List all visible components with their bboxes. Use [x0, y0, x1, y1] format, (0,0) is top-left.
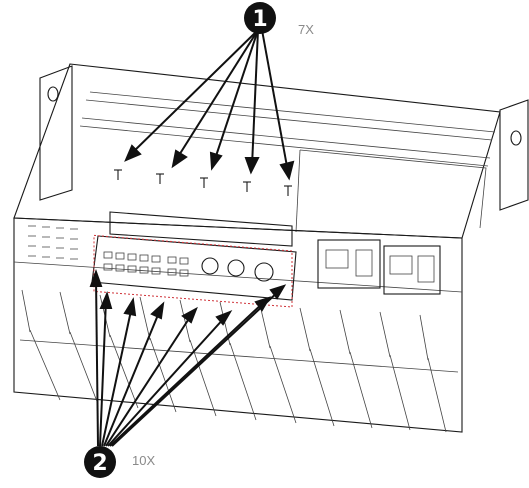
top-cover	[13, 63, 501, 239]
callout-1-number: 1	[252, 7, 267, 32]
callout-1-badge: 1	[244, 2, 276, 34]
screw-icon	[243, 181, 251, 192]
screw-icon	[114, 169, 122, 180]
screw-icon	[156, 173, 164, 184]
callout-2-badge: 2	[84, 446, 116, 478]
callout-1-arrows	[124, 29, 295, 181]
top-screws	[114, 169, 292, 196]
callout-2-number: 2	[92, 451, 107, 476]
callout-1-quantity: 7X	[298, 22, 314, 37]
power-supply-right	[383, 245, 441, 295]
control-module	[91, 211, 297, 308]
front-panel	[13, 217, 463, 433]
screw-icon	[200, 177, 208, 188]
power-supply-left	[317, 239, 381, 289]
left-rack-ear	[39, 65, 73, 201]
vent-grille	[28, 225, 78, 260]
callout-2-quantity: 10X	[132, 453, 156, 468]
module-connectors	[103, 251, 274, 282]
screw-icon	[284, 185, 292, 196]
right-rack-ear	[499, 99, 529, 211]
callout-2-arrows	[89, 269, 287, 447]
